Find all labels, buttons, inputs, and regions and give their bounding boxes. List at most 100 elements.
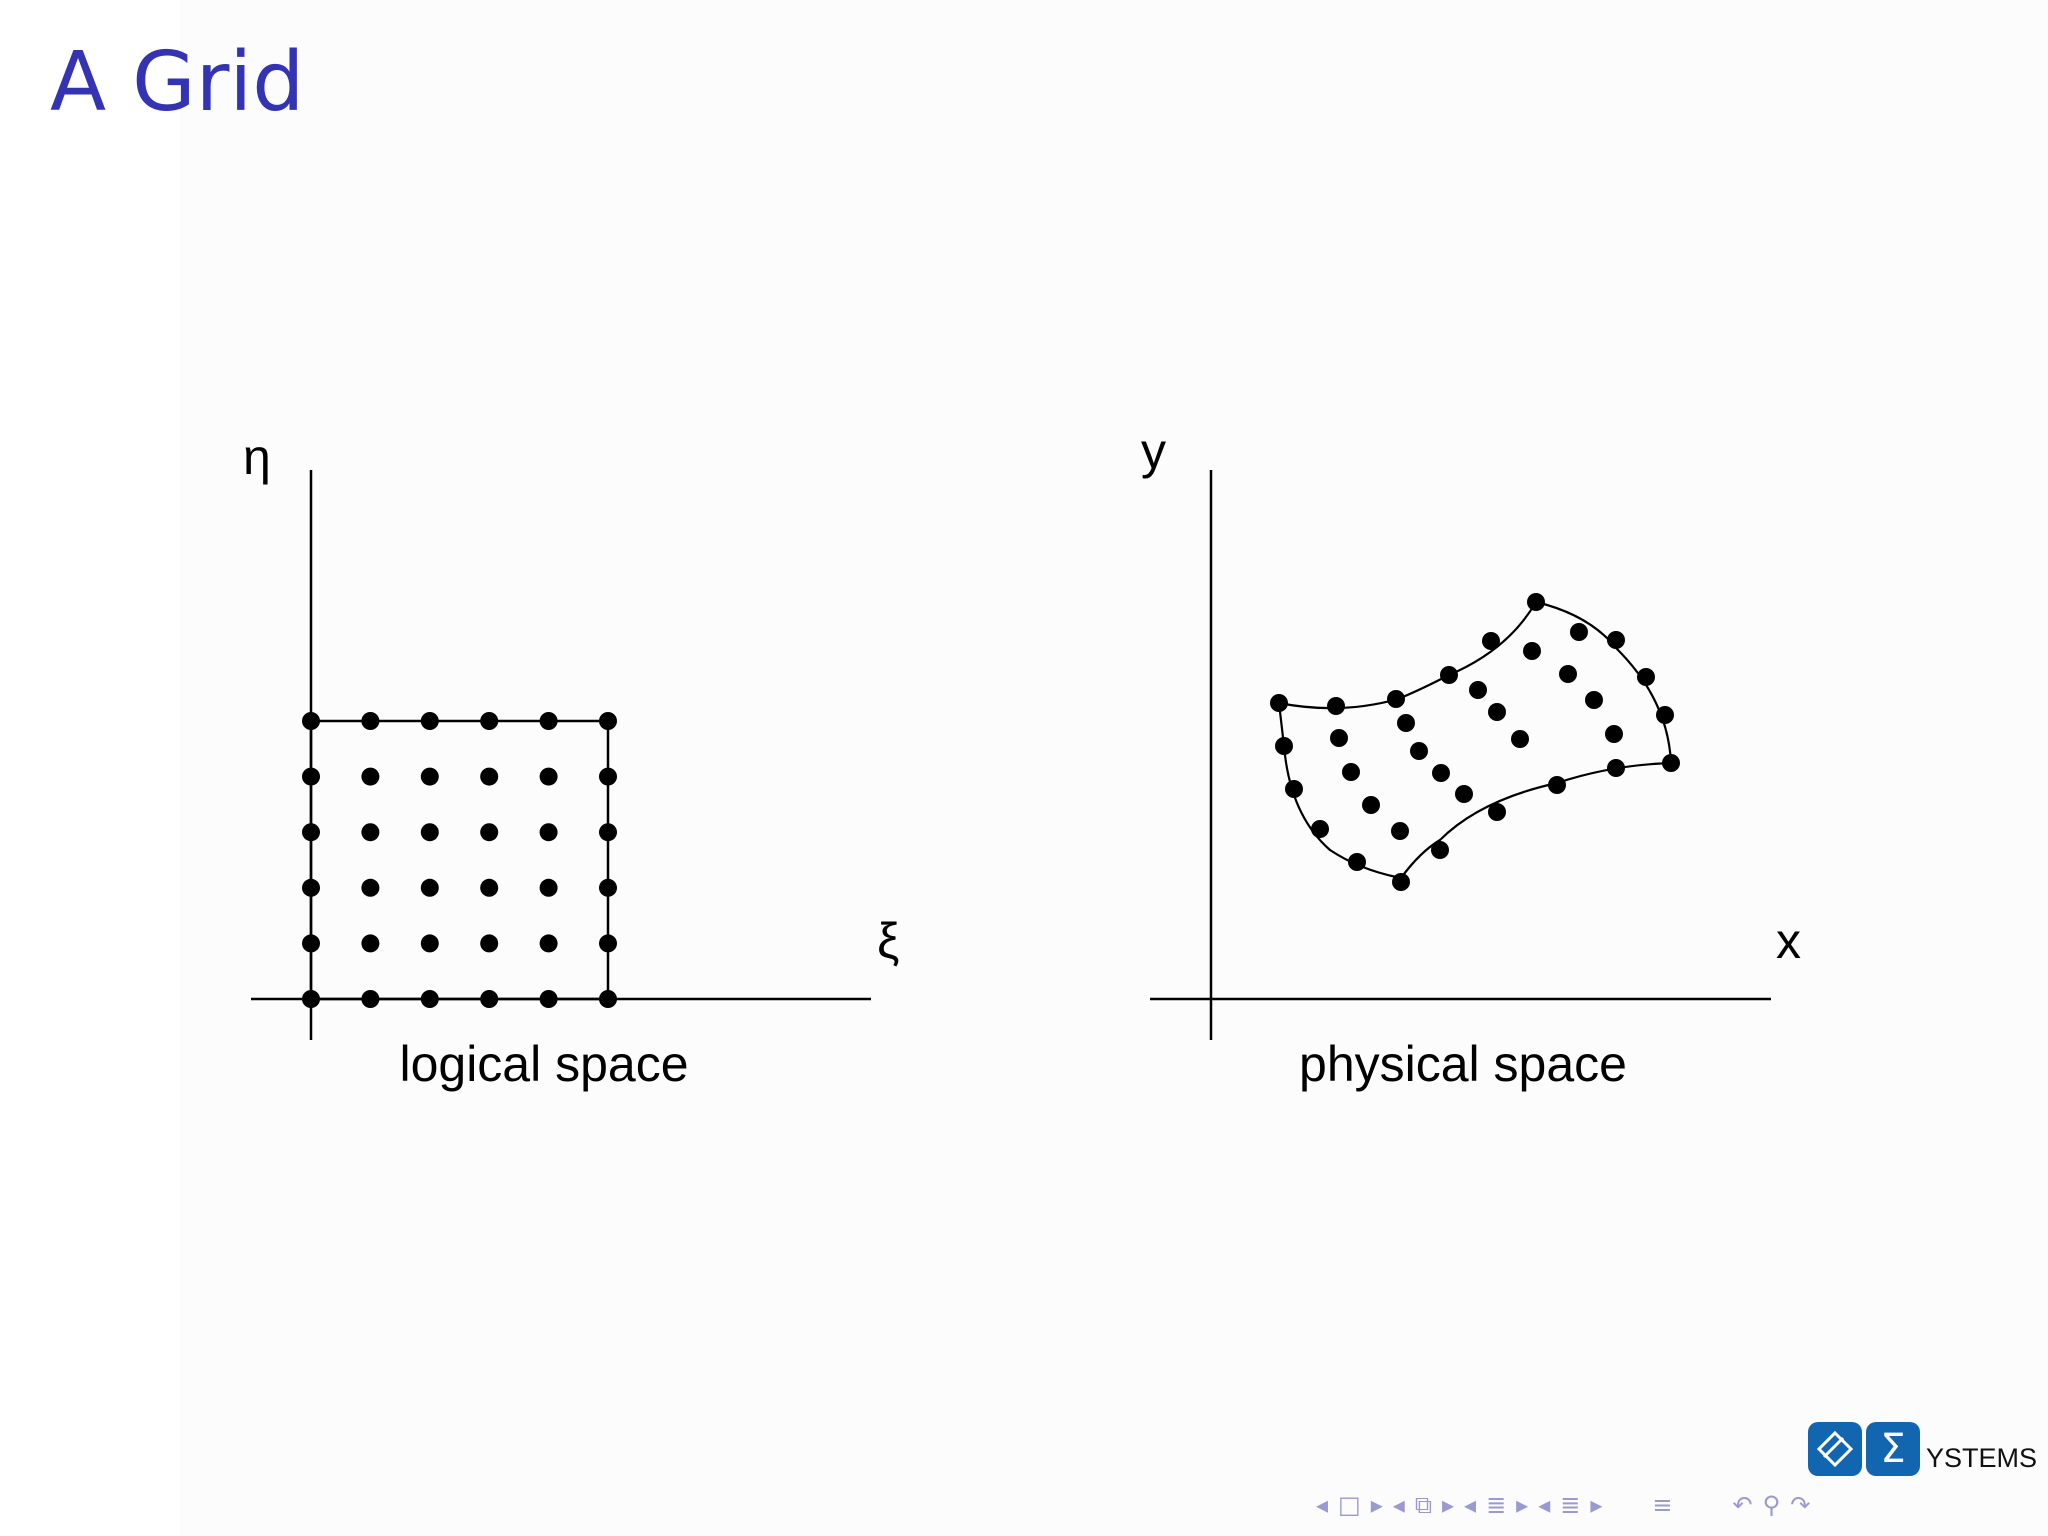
physical-x-label: x [1776,913,1801,969]
physical-grid-point [1431,841,1449,859]
logical-grid-point [539,823,558,842]
physical-grid-point [1348,853,1366,871]
logical-grid-point [420,878,439,897]
logical-grid-point [480,934,499,953]
physical-grid-point [1362,796,1380,814]
redo-icon[interactable]: ↷ [1790,1491,1811,1519]
systems-logo: Σ YSTEMS [1808,1416,2037,1476]
physical-space-panel: y x physical space [1141,423,1801,1092]
list-icon[interactable]: ≡ [1652,1491,1673,1519]
physical-grid-point [1523,642,1541,660]
logical-grid-point [480,823,499,842]
logical-grid-point [599,712,617,730]
undo-icon[interactable]: ↶ [1732,1491,1753,1519]
logical-grid-point [599,823,617,842]
physical-grid-point [1455,785,1473,803]
logical-grid-point [361,934,380,953]
logical-space-caption: logical space [399,1036,688,1092]
logical-grid-point [480,990,499,1008]
physical-grid-point [1548,776,1566,794]
physical-grid-point [1482,632,1500,650]
arrow-right-icon[interactable]: ▸ [1441,1491,1455,1519]
frame-icon[interactable]: □ [1338,1491,1361,1519]
logical-grid-point [302,990,320,1008]
logical-grid-point [302,823,320,842]
physical-grid-point [1607,631,1625,649]
logical-grid-point [361,990,380,1008]
slide-title: A Grid [50,35,305,130]
logical-grid-point [420,990,439,1008]
logical-eta-label: η [243,429,271,485]
logical-grid-point [599,767,617,786]
physical-space-caption: physical space [1299,1036,1627,1092]
arrow-left-icon[interactable]: ◂ [1538,1491,1551,1519]
logical-grid-point [361,767,380,786]
logical-grid-point [539,767,558,786]
logo-text: YSTEMS [1926,1443,2038,1473]
physical-grid-point [1311,820,1329,838]
section-icon[interactable]: ≣ [1560,1491,1581,1519]
physical-y-label: y [1141,423,1166,479]
physical-grid-point [1607,759,1625,777]
logical-xi-label: ξ [877,913,899,969]
physical-grid-point [1285,780,1303,798]
physical-grid-point [1330,729,1348,747]
physical-grid-point [1270,694,1288,712]
logo-diamond-icon [1808,1422,1862,1476]
physical-grid-point [1656,706,1674,724]
logical-grid-point [599,878,617,897]
physical-grid-point [1637,668,1655,686]
search-icon[interactable]: ⚲ [1762,1491,1781,1519]
logical-grid-point [361,823,380,842]
logical-grid-point [480,712,499,730]
logical-grid-point [599,990,617,1008]
beamer-navigation-bar: ◂ □ ▸ ◂ ⧉ ▸ ◂ ≣ ▸ ◂ ≣ ▸ ≡ ↶ ⚲ ↷ [1316,1490,1820,1520]
logical-space-panel: η ξ logical space [243,429,899,1092]
physical-grid-point [1511,730,1529,748]
logical-grid-point [302,934,320,953]
physical-grid-point [1432,764,1450,782]
logical-grid-point [420,712,439,730]
physical-grid-point [1585,691,1603,709]
section-icon[interactable]: ≣ [1486,1491,1507,1519]
physical-grid-point [1275,737,1293,755]
logical-grid-point [420,767,439,786]
logical-grid-point [539,712,558,730]
physical-grid-point [1392,873,1410,891]
logical-grid-point [361,878,380,897]
arrow-right-icon[interactable]: ▸ [1516,1491,1529,1519]
physical-grid-point [1527,593,1545,611]
logical-grid-point [539,990,558,1008]
physical-grid-point [1570,623,1588,641]
logical-grid-point [361,712,380,730]
logical-grid-point [302,878,320,897]
physical-grid-point [1391,822,1409,840]
logical-grid-point [480,767,499,786]
arrow-right-icon[interactable]: ▸ [1590,1491,1603,1519]
physical-grid-points [1270,593,1680,891]
physical-grid-point [1410,742,1428,760]
arrow-left-icon[interactable]: ◂ [1316,1491,1329,1519]
logo-sigma-icon: Σ [1866,1422,1920,1476]
physical-grid-point [1662,754,1680,772]
logical-grid-point [302,767,320,786]
physical-grid-point [1397,714,1415,732]
logical-grid-point [420,934,439,953]
physical-grid-point [1488,803,1506,821]
arrow-left-icon[interactable]: ◂ [1464,1491,1477,1519]
physical-grid-point [1387,690,1405,708]
arrow-left-icon[interactable]: ◂ [1392,1491,1405,1519]
arrow-right-icon[interactable]: ▸ [1370,1491,1383,1519]
subsection-icon[interactable]: ⧉ [1414,1491,1432,1519]
physical-grid-point [1469,681,1487,699]
physical-grid-point [1327,697,1345,715]
physical-grid-point [1605,725,1623,743]
physical-grid-point [1559,665,1577,683]
logical-grid-point [539,878,558,897]
physical-grid-point [1488,703,1506,721]
logical-grid-point [420,823,439,842]
logical-grid-boundary [309,719,610,1001]
logical-grid-point [599,934,617,953]
logical-grid-points [302,712,617,1008]
